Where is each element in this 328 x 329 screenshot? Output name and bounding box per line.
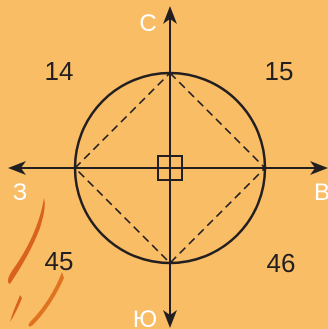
quadrant-top-right: 15: [265, 56, 294, 86]
east-label: В: [314, 179, 328, 206]
south-label: Ю: [133, 306, 157, 329]
quadrant-bottom-left: 45: [45, 246, 74, 276]
west-label: З: [13, 179, 28, 206]
north-label: С: [139, 10, 156, 37]
quadrant-top-left: 14: [45, 56, 74, 86]
quadrant-bottom-right: 46: [267, 248, 296, 278]
